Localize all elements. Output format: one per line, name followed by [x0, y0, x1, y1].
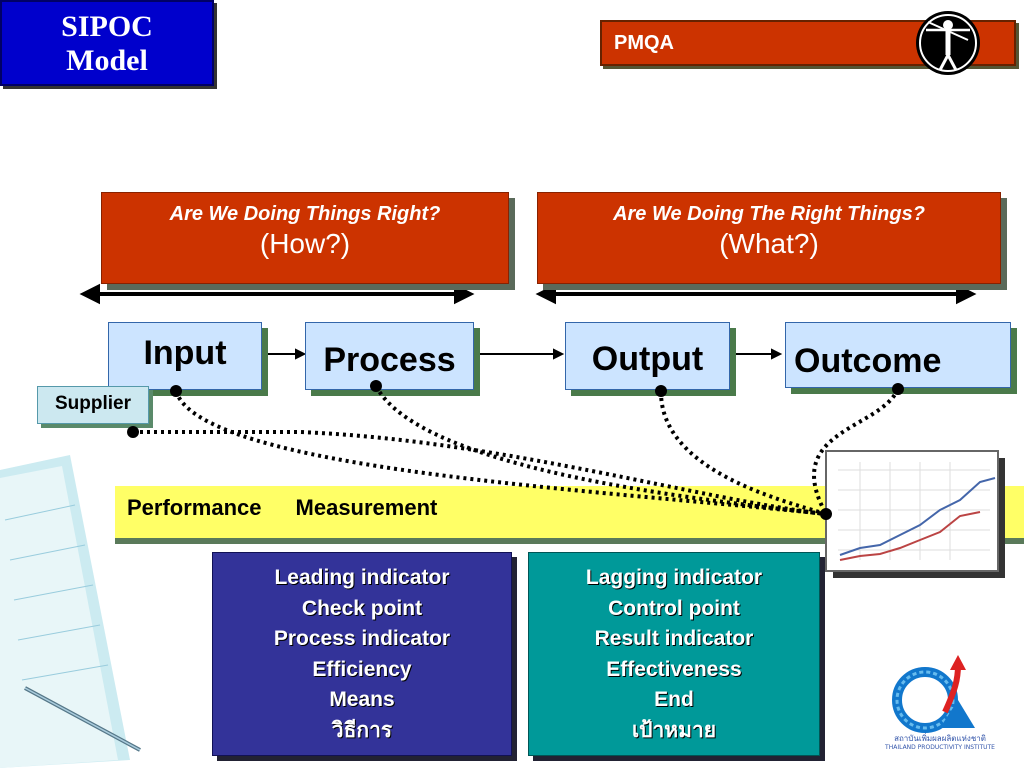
lagging-indicator-box: Lagging indicator Control point Result i…	[528, 552, 820, 756]
leading-line: Leading indicator	[274, 566, 450, 589]
pmqa-header-bar: PMQA	[600, 20, 1016, 66]
leading-indicator-box: Leading indicator Check point Process in…	[212, 552, 512, 756]
input-node: Input	[108, 322, 262, 390]
process-label: Process	[323, 341, 456, 379]
outcome-label: Outcome	[794, 342, 942, 380]
lagging-line: Result indicator	[594, 627, 754, 650]
leading-line: Efficiency	[312, 657, 412, 681]
lagging-line: Lagging indicator	[585, 566, 763, 589]
measurement-label: Measurement	[295, 495, 438, 520]
title-line-2: Model	[66, 44, 148, 77]
performance-measurement-bar: Performance Measurement	[115, 486, 1024, 538]
how-span-arrow	[79, 283, 475, 305]
how-answer-prefix: (	[259, 228, 270, 259]
what-question-box: Are We Doing The Right Things? (What?)	[537, 192, 1001, 284]
how-question-box: Are We Doing Things Right? (How?)	[101, 192, 509, 284]
input-label: Input	[143, 334, 227, 372]
pmqa-label: PMQA	[614, 32, 674, 54]
lagging-line: Control point	[608, 596, 740, 620]
how-answer: (How?)	[102, 228, 508, 260]
flow-arrows	[262, 348, 783, 360]
how-question: Are We Doing Things Right?	[169, 203, 441, 225]
how-answer-suffix: ?)	[325, 228, 351, 259]
process-node: Process	[305, 322, 474, 390]
output-label: Output	[591, 340, 704, 378]
what-span-arrow	[535, 283, 977, 305]
slide-title: SIPOC Model	[0, 0, 214, 86]
lagging-line: End	[654, 688, 694, 711]
output-node: Output	[565, 322, 730, 390]
leading-line: Check point	[301, 596, 423, 620]
supplier-node: Supplier	[37, 386, 149, 424]
outcome-node: Outcome	[785, 322, 1011, 388]
title-line-1: SIPOC	[61, 10, 153, 43]
leading-line: Process indicator	[273, 627, 451, 650]
notepad-decoration	[0, 455, 141, 768]
leading-line: วิธีการ	[331, 718, 393, 742]
lagging-line: Effectiveness	[606, 657, 742, 681]
how-answer-word: How	[269, 228, 326, 259]
what-answer: (What?)	[719, 228, 819, 259]
supplier-label: Supplier	[54, 393, 131, 414]
performance-label: Performance	[127, 495, 262, 520]
leading-line: Means	[329, 688, 395, 711]
what-question: Are We Doing The Right Things?	[613, 203, 925, 225]
lagging-line: เป้าหมาย	[631, 718, 717, 742]
